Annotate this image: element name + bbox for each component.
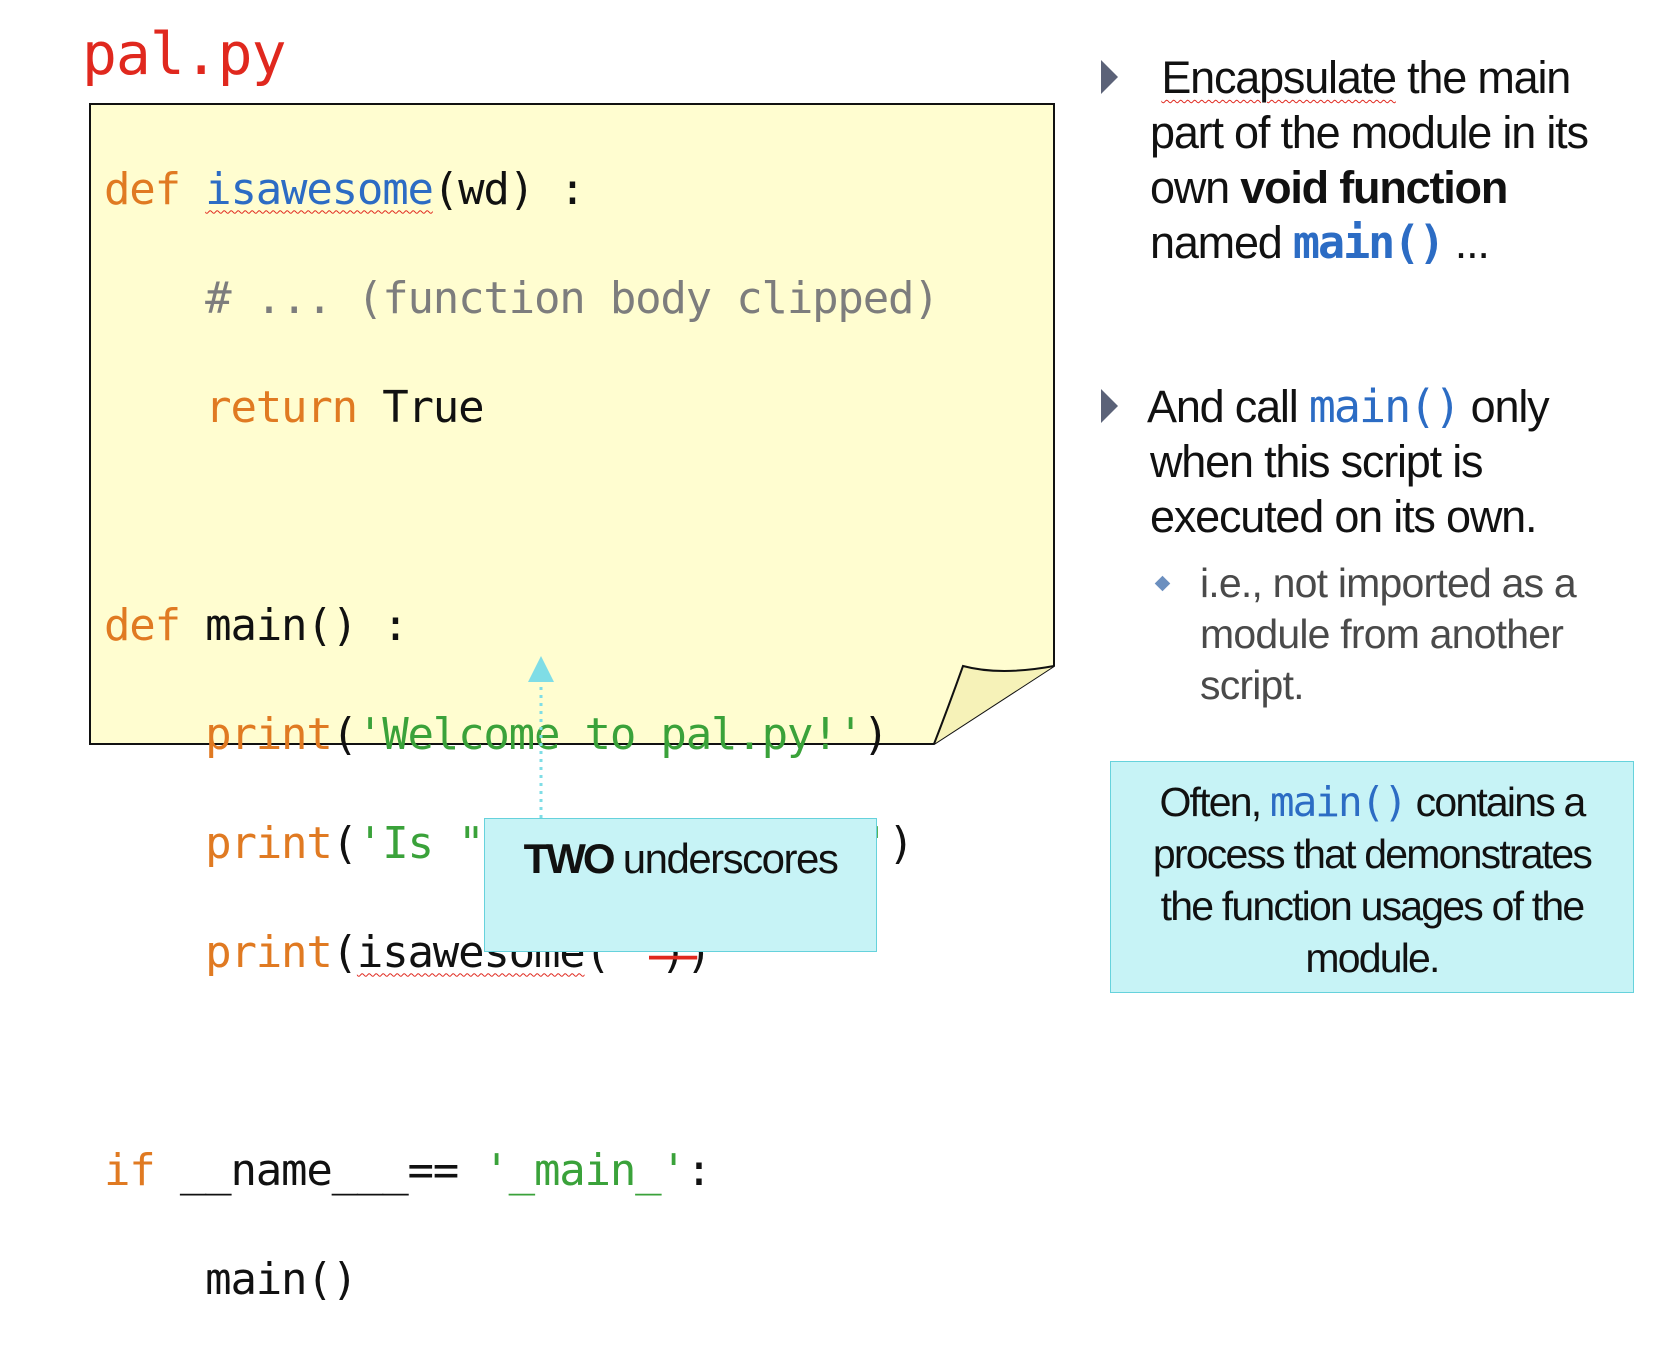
main-usage-note: Often, main() contains a process that de…	[1110, 761, 1634, 993]
sub-bullet-not-imported: i.e., not imported as a module from anot…	[1200, 560, 1577, 708]
code-line-def-main: def main() :	[104, 599, 409, 651]
bullet-arrow-icon	[1101, 389, 1118, 423]
code-line-if-name: if __name___== '_main_':	[104, 1144, 712, 1196]
callout-text: underscores	[622, 835, 839, 882]
code-line-return: return True	[205, 381, 484, 433]
bullet-arrow-icon	[1101, 60, 1118, 94]
underscore-marker: __	[649, 914, 698, 960]
code-line-comment: # ... (function body clipped)	[205, 272, 940, 324]
code-line-def-isawesome: def isawesome(wd) :	[104, 163, 586, 215]
bullet-call-main: And call main() only when this script is…	[1147, 380, 1550, 542]
two-underscores-callout: TWO underscores __	[484, 818, 877, 960]
code-line-main-call: main()	[205, 1253, 358, 1305]
pointer-arrow	[528, 656, 554, 818]
callout-bold: TWO	[523, 835, 616, 882]
code-line-print-welcome: print('Welcome to pal.py!')	[205, 708, 889, 760]
slide-title: pal.py	[82, 20, 287, 88]
bullet-encapsulate: Encapsulate the main part of the module …	[1150, 52, 1589, 269]
